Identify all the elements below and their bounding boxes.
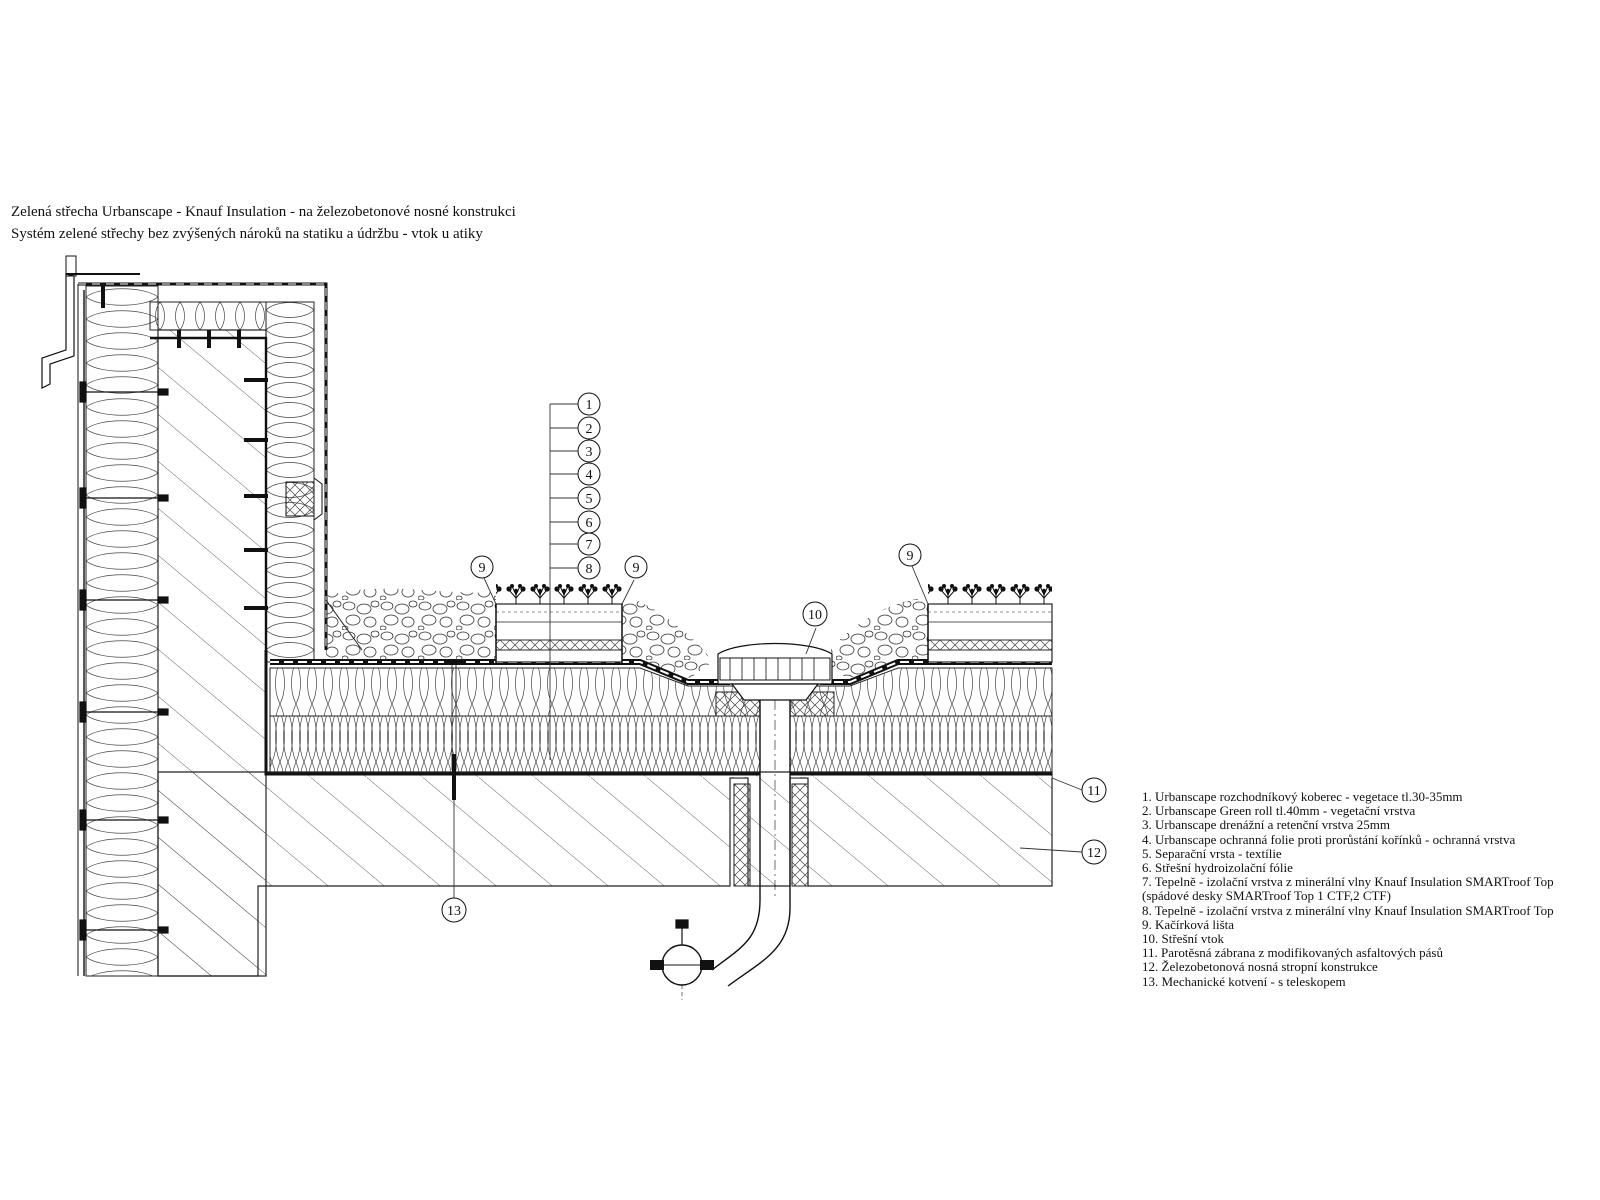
- vapour-barrier-line: [264, 650, 1052, 776]
- legend-item: 13. Mechanické kotvení - s teleskopem: [1142, 973, 1346, 989]
- callout-3: 3: [577, 439, 601, 463]
- svg-text:9: 9: [907, 549, 914, 564]
- thermal-insulation: [269, 667, 1053, 773]
- svg-text:4: 4: [586, 468, 593, 483]
- svg-text:9: 9: [479, 561, 486, 576]
- callout-5: 5: [577, 486, 601, 510]
- drawing-title: Zelená střecha Urbanscape - Knauf Insula…: [11, 204, 516, 220]
- svg-text:10: 10: [808, 608, 822, 623]
- drawing-subtitle: Systém zelené střechy bez zvýšených náro…: [11, 226, 483, 242]
- svg-text:12: 12: [1087, 846, 1101, 861]
- legend-item: 11. Parotěsná zábrana z modifikovaných a…: [1142, 945, 1443, 961]
- svg-text:9: 9: [633, 561, 640, 576]
- callout-7: 7: [577, 532, 601, 556]
- legend-item: 2. Urbanscape Green roll tl.40mm - veget…: [1142, 803, 1416, 819]
- callout-9-left: 9: [470, 555, 494, 579]
- layer-legend: 1. Urbanscape rozchodníkový koberec - ve…: [1142, 789, 1554, 989]
- callout-10: 10: [802, 601, 828, 627]
- callout-6: 6: [577, 510, 601, 534]
- legend-item: 9. Kačírková lišta: [1142, 916, 1235, 932]
- callout-12: 12: [1081, 839, 1107, 865]
- roof-drain: [650, 642, 833, 1000]
- callout-1: 1: [577, 392, 601, 416]
- concrete-slab: [157, 771, 1053, 977]
- gravel-zones: [325, 588, 928, 678]
- svg-text:13: 13: [447, 904, 461, 919]
- legend-item: 12. Železobetonová nosná stropní konstru…: [1142, 959, 1378, 975]
- callout-9-right: 9: [898, 543, 922, 567]
- svg-text:3: 3: [586, 445, 593, 460]
- legend-item: 8. Tepelně - izolační vrstva z minerální…: [1142, 902, 1554, 918]
- callout-stack: 1 2 3 4 5 6 7 8: [577, 392, 601, 580]
- svg-text:8: 8: [586, 562, 593, 577]
- callout-8: 8: [577, 556, 601, 580]
- legend-item: 10. Střešní vtok: [1142, 931, 1224, 947]
- mechanical-anchor: [444, 660, 464, 800]
- green-roof-module-right: [927, 584, 1053, 663]
- svg-text:6: 6: [586, 516, 593, 531]
- legend-item: 1. Urbanscape rozchodníkový koberec - ve…: [1142, 789, 1463, 804]
- legend-item: 5. Separační vrsta - textílie: [1142, 845, 1282, 861]
- parapet-wall: [41, 255, 328, 977]
- legend-item: 3. Urbanscape drenážní a retenční vrstva…: [1142, 817, 1390, 833]
- green-roof-module-left: [495, 584, 623, 663]
- legend-item: 4. Urbanscape ochranná folie proti prorů…: [1142, 831, 1516, 847]
- callout-13: 13: [441, 897, 467, 923]
- callout-9-mid: 9: [624, 555, 648, 579]
- callout-11: 11: [1081, 777, 1107, 803]
- svg-text:2: 2: [586, 422, 593, 437]
- svg-text:11: 11: [1087, 784, 1100, 799]
- legend-item: 6. Střešní hydroizolační fólie: [1142, 860, 1293, 876]
- edge-strips: [495, 604, 929, 664]
- legend-item: (spádové desky SMARTroof Top 1 CTF,2 CTF…: [1142, 888, 1391, 904]
- svg-text:7: 7: [586, 538, 593, 553]
- legend-item: 7. Tepelně - izolační vrstva z minerální…: [1142, 874, 1554, 890]
- svg-text:5: 5: [586, 492, 593, 507]
- callout-4: 4: [577, 462, 601, 486]
- svg-text:1: 1: [586, 398, 593, 413]
- callout-2: 2: [577, 416, 601, 440]
